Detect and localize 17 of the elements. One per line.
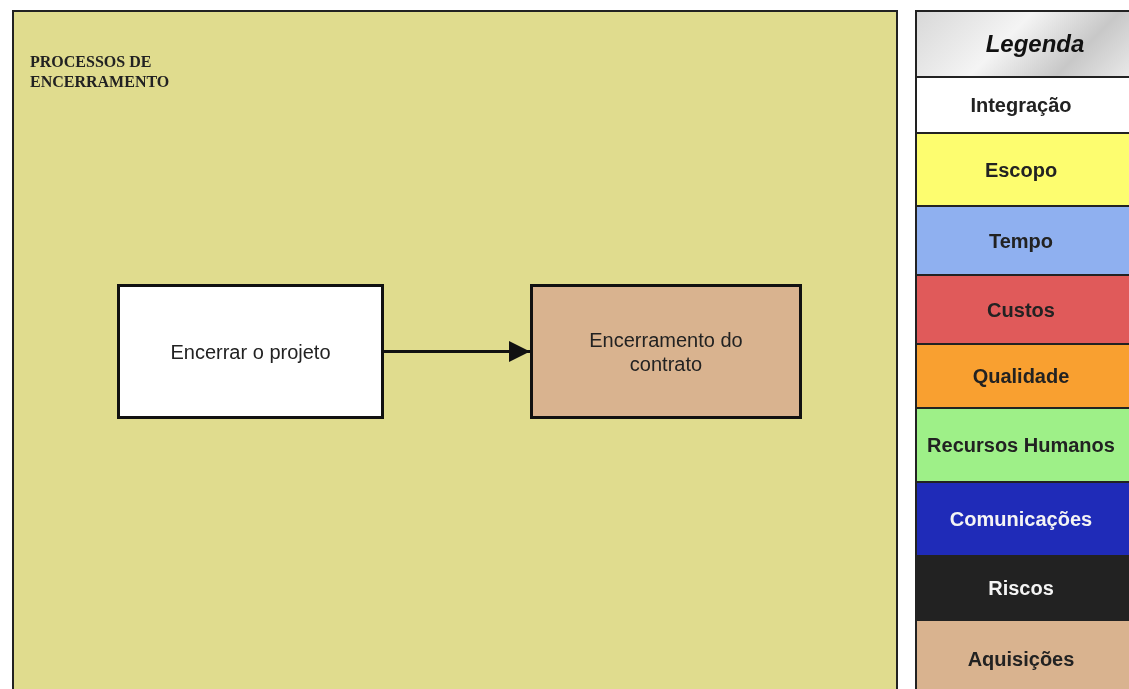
panel-heading: PROCESSOS DE ENCERRAMENTO: [30, 52, 171, 92]
process-label: Encerrar o projeto: [169, 339, 332, 364]
legend-label: Tempo: [988, 229, 1054, 252]
legend-label: Aquisições: [967, 647, 1075, 670]
legend-label: Custos: [987, 298, 1055, 321]
legend-label: Comunicações: [949, 508, 1093, 531]
legend-label: Escopo: [984, 158, 1058, 181]
process-group-panel: [12, 10, 898, 689]
legend-label: Recursos Humanos: [927, 434, 1115, 457]
legend-label: Riscos: [988, 577, 1054, 600]
process-box: [530, 284, 802, 419]
legend-title: Legenda: [985, 30, 1085, 58]
legend-label: Qualidade: [972, 365, 1070, 388]
arrow: [384, 341, 530, 362]
process-label: Encerramento do contrato: [588, 327, 744, 376]
process-box: [117, 284, 384, 419]
legend-label: Integração: [970, 94, 1072, 117]
